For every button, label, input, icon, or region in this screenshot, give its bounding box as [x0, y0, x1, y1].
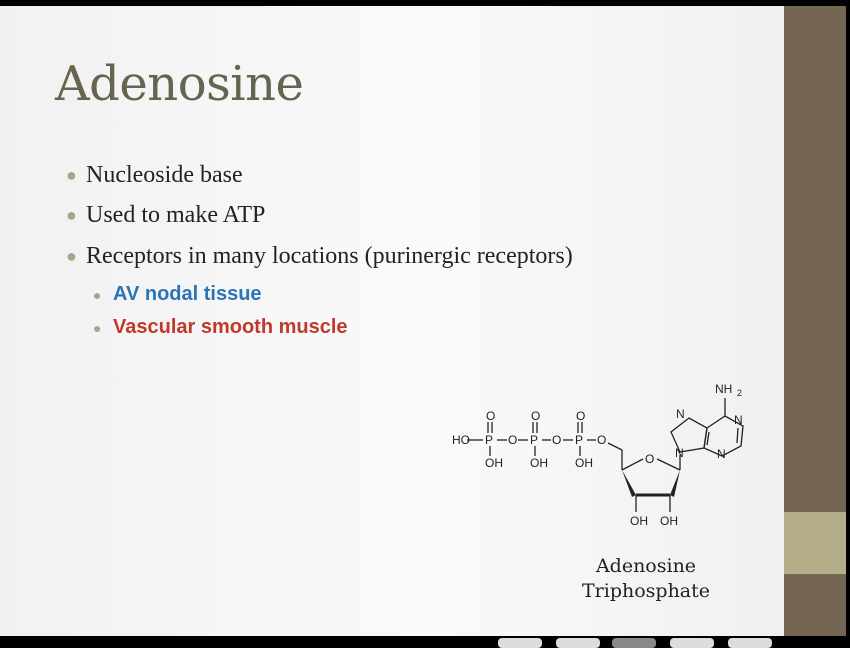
p-label: P: [485, 433, 493, 447]
oh-label: OH: [660, 514, 678, 528]
bullet-icon: ●: [66, 165, 77, 185]
bottom-strip: [0, 636, 850, 644]
player-control[interactable]: [498, 638, 542, 648]
bullet-icon: ●: [66, 246, 77, 266]
o-label: O: [552, 433, 561, 447]
oh-label: OH: [630, 514, 648, 528]
player-control[interactable]: [556, 638, 600, 648]
n-label: N: [676, 407, 685, 421]
slide: [0, 6, 784, 636]
player-control[interactable]: [728, 638, 772, 648]
ho-label: HO: [452, 433, 470, 447]
figure-caption-line1: Adenosine: [595, 555, 697, 577]
bullet-icon: ●: [93, 320, 102, 336]
player-control[interactable]: [612, 638, 656, 648]
n-label: N: [675, 446, 684, 460]
o-label: O: [576, 409, 585, 423]
n-label: N: [717, 447, 726, 461]
o-label: O: [531, 409, 540, 423]
oh-label: OH: [575, 456, 593, 470]
bullet-icon: ●: [93, 287, 102, 303]
o-label: O: [645, 452, 654, 466]
bullet-icon: ●: [66, 205, 77, 225]
slide-title: Adenosine: [55, 56, 304, 112]
oh-label: OH: [530, 456, 548, 470]
n-label: N: [734, 413, 743, 427]
p-label: P: [575, 433, 583, 447]
o-label: O: [508, 433, 517, 447]
o-label: O: [597, 433, 606, 447]
slide-side-band: [784, 512, 846, 574]
player-control[interactable]: [670, 638, 714, 648]
p-label: P: [530, 433, 538, 447]
oh-label: OH: [485, 456, 503, 470]
subscript-label: 2: [737, 388, 742, 398]
nh2-label: NH: [715, 382, 732, 396]
figure-caption-line2: Triphosphate: [581, 580, 711, 602]
o-label: O: [486, 409, 495, 423]
